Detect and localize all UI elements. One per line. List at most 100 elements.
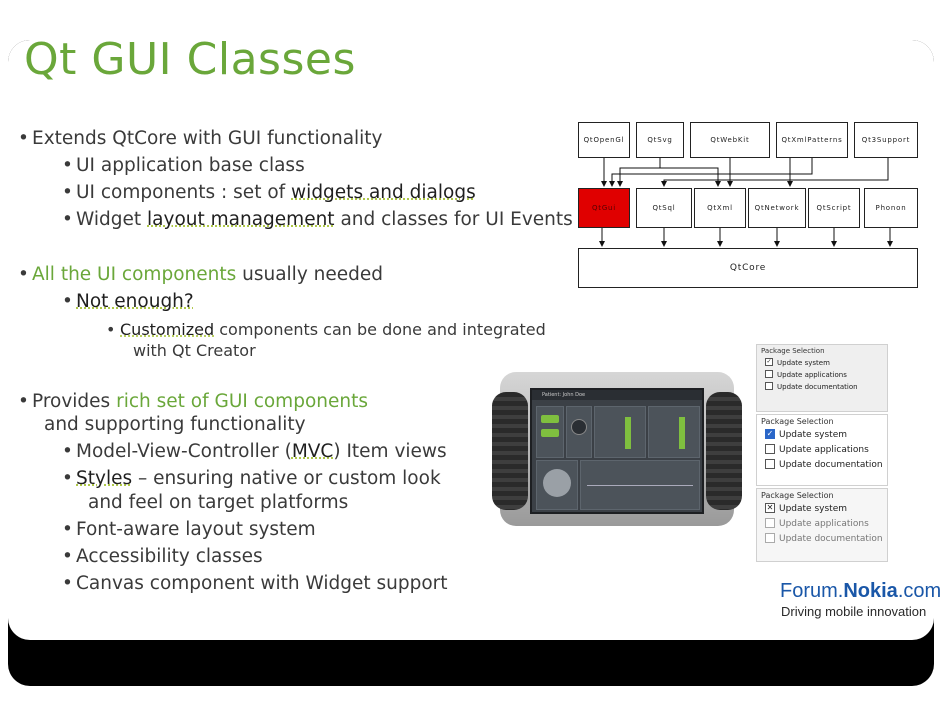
checkbox-update-applications[interactable]: Update applications xyxy=(757,443,887,458)
device-grip-left xyxy=(492,392,528,510)
bullet-text: Accessibility classes xyxy=(76,546,263,567)
checkbox-update-applications[interactable]: Update applications xyxy=(757,369,887,381)
checkbox-checked[interactable]: ✓ xyxy=(765,428,775,439)
device-screenshot: Patient: John Doe xyxy=(492,372,742,526)
bullet-text: Extends QtCore with GUI functionality xyxy=(32,128,383,149)
bullet-2-1-1: •Customized components can be done and i… xyxy=(106,320,546,339)
bullet-text: and classes for UI Events xyxy=(334,209,573,230)
keyword-link[interactable]: Customized xyxy=(120,320,215,339)
bullet-2-1: •Not enough? xyxy=(62,291,194,312)
module-qtopengl: QtOpenGl xyxy=(578,122,630,158)
logo-forum-text: Forum. xyxy=(780,580,844,602)
checkbox-update-documentation[interactable]: Update documentation xyxy=(757,381,887,393)
bullet-text: UI application base class xyxy=(76,155,305,176)
checkbox-label: Update applications xyxy=(777,371,847,379)
bullet-text: ) Item views xyxy=(333,441,447,462)
module-qtscript: QtScript xyxy=(808,188,860,228)
keyword-link[interactable]: layout management xyxy=(147,209,335,230)
module-qtxml: QtXml xyxy=(694,188,746,228)
keyword-link[interactable]: MVC xyxy=(291,441,334,462)
package-selection-title: Package Selection xyxy=(761,491,834,500)
checkbox-label: Update system xyxy=(779,504,847,514)
checkbox-update-applications[interactable]: Update applications xyxy=(757,517,887,532)
bullet-highlight: rich set of GUI components xyxy=(116,391,368,412)
bullet-1-2: •UI components : set of widgets and dial… xyxy=(62,182,476,203)
device-screen: Patient: John Doe xyxy=(530,388,704,514)
logo-com-text: .com xyxy=(897,580,942,602)
forum-nokia-logo: Forum.Nokia.com xyxy=(780,580,941,603)
bullet-1: •Extends QtCore with GUI functionality xyxy=(18,128,383,149)
screen-panel xyxy=(536,460,578,510)
module-qtsvg: QtSvg xyxy=(636,122,684,158)
checkbox-unchecked[interactable] xyxy=(765,382,773,390)
module-qtxmlpatterns: QtXmlPatterns xyxy=(776,122,848,158)
screen-panel xyxy=(594,406,646,458)
checkbox-label: Update system xyxy=(779,430,847,440)
checkbox-update-documentation[interactable]: Update documentation xyxy=(757,532,887,547)
screen-panel xyxy=(536,406,564,458)
package-selection-title: Package Selection xyxy=(761,417,834,426)
bullet-3-2: •Styles – ensuring native or custom look xyxy=(62,468,441,489)
bullet-3-1: •Model-View-Controller (MVC) Item views xyxy=(62,441,447,462)
module-qtgui: QtGui xyxy=(578,188,630,228)
bullet-3-cont: and supporting functionality xyxy=(44,414,306,435)
checkbox-label: Update applications xyxy=(779,445,869,455)
screen-panel xyxy=(648,406,700,458)
bullet-text: UI components : set of xyxy=(76,182,292,203)
bullet-text: components can be done and integrated xyxy=(214,320,546,339)
bullet-3-4: •Accessibility classes xyxy=(62,546,263,567)
bullet-2-1-1-cont: with Qt Creator xyxy=(133,341,256,360)
checkbox-unchecked[interactable] xyxy=(765,532,775,543)
screen-panel xyxy=(566,406,592,458)
keyword-link[interactable]: Not enough? xyxy=(76,291,194,312)
bullet-text: Widget xyxy=(76,209,148,230)
module-qtsql: QtSql xyxy=(636,188,692,228)
checkbox-checked[interactable]: ✓ xyxy=(765,358,773,366)
package-selection-panel-1: Package Selection ✓ Update system Update … xyxy=(756,344,888,412)
checkbox-unchecked[interactable] xyxy=(765,517,775,528)
checkbox-label: Update applications xyxy=(779,519,869,529)
module-qt3support: Qt3Support xyxy=(854,122,918,158)
module-qtnetwork: QtNetwork xyxy=(748,188,806,228)
bullet-highlight: All the UI components xyxy=(32,264,237,285)
bullet-text: – ensuring native or custom look xyxy=(132,468,441,489)
bullet-text: Provides xyxy=(32,391,117,412)
bullet-text: Model-View-Controller ( xyxy=(76,441,292,462)
module-phonon: Phonon xyxy=(864,188,918,228)
package-selection-panel-3: Package Selection ✕ Update system Update … xyxy=(756,488,888,562)
device-grip-right xyxy=(706,392,742,510)
checkbox-unchecked[interactable] xyxy=(765,458,775,469)
package-selection-panel-2: Package Selection ✓ Update system Update … xyxy=(756,414,888,486)
module-qtwebkit: QtWebKit xyxy=(690,122,770,158)
checkbox-label: Update documentation xyxy=(779,534,883,544)
checkbox-update-system[interactable]: ✕ Update system xyxy=(757,502,887,517)
keyword-link[interactable]: Styles xyxy=(76,468,133,489)
bullet-3-3: •Font-aware layout system xyxy=(62,519,316,540)
module-qtcore: QtCore xyxy=(578,248,918,288)
checkbox-update-system[interactable]: ✓ Update system xyxy=(757,428,887,443)
checkbox-label: Update documentation xyxy=(779,460,883,470)
bullet-1-1: •UI application base class xyxy=(62,155,305,176)
checkbox-label: Update documentation xyxy=(777,383,858,391)
device-screen-header: Patient: John Doe xyxy=(532,390,702,400)
checkbox-checked[interactable]: ✕ xyxy=(765,502,775,513)
bullet-text: usually needed xyxy=(236,264,384,285)
bullet-text: Canvas component with Widget support xyxy=(76,573,448,594)
package-selection-title: Package Selection xyxy=(761,347,825,355)
tagline: Driving mobile innovation xyxy=(781,604,927,619)
slide-title: Qt GUI Classes xyxy=(24,34,356,85)
checkbox-update-documentation[interactable]: Update documentation xyxy=(757,458,887,473)
checkbox-unchecked[interactable] xyxy=(765,370,773,378)
checkbox-label: Update system xyxy=(777,359,830,367)
keyword-link[interactable]: widgets and dialogs xyxy=(291,182,476,203)
bullet-3-5: •Canvas component with Widget support xyxy=(62,573,448,594)
screen-panel xyxy=(580,460,700,510)
checkbox-unchecked[interactable] xyxy=(765,443,775,454)
bullet-2: •All the UI components usually needed xyxy=(18,264,384,285)
bullet-3: •Provides rich set of GUI components xyxy=(18,391,368,412)
logo-nokia-text: Nokia xyxy=(843,580,898,602)
bullet-1-3: •Widget layout management and classes fo… xyxy=(62,209,573,230)
bullet-3-2-cont: and feel on target platforms xyxy=(88,492,349,513)
bullet-text: Font-aware layout system xyxy=(76,519,316,540)
checkbox-update-system[interactable]: ✓ Update system xyxy=(757,357,887,369)
